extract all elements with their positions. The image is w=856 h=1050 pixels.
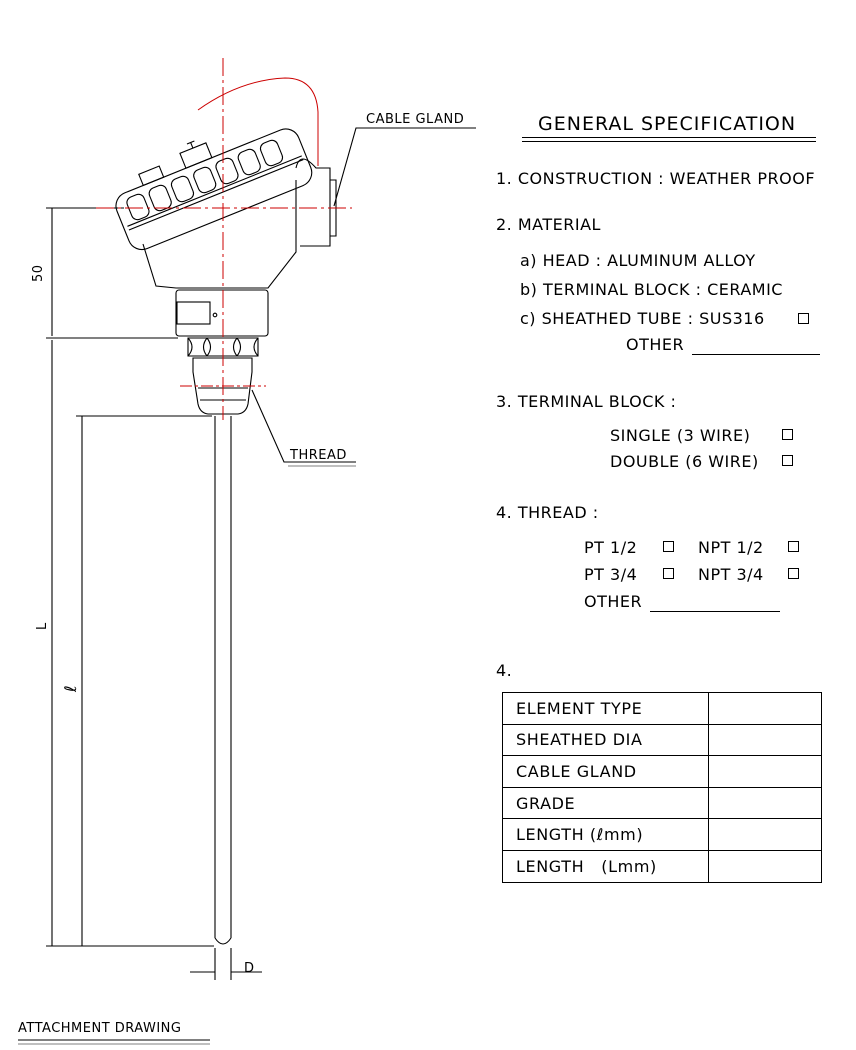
thread-pt-threequarter-label: PT 3/4 [584, 565, 638, 584]
row-label: ELEMENT TYPE [502, 692, 709, 725]
spec-title: GENERAL SPECIFICATION [538, 113, 797, 135]
material-terminal-block: b) TERMINAL BLOCK : CERAMIC [520, 280, 783, 299]
thread-npt-threequarter-checkbox[interactable] [788, 568, 799, 579]
row-value[interactable] [708, 692, 822, 725]
material-other-field[interactable] [692, 354, 820, 355]
row-label: LENGTH (ℓmm) [502, 818, 709, 851]
table-row: LENGTH (Lmm) [502, 849, 822, 883]
thread-heading: 4. THREAD : [496, 503, 599, 522]
table-row: ELEMENT TYPE [502, 692, 822, 725]
thread-npt-half-checkbox[interactable] [788, 541, 799, 552]
spec-table: ELEMENT TYPE SHEATHED DIA CABLE GLAND GR… [502, 692, 822, 883]
table-row: LENGTH (ℓmm) [502, 818, 822, 851]
terminal-double-checkbox[interactable] [782, 455, 793, 466]
dim-L-label: L [35, 622, 50, 630]
table-heading: 4. [496, 661, 513, 680]
thread-npt-threequarter-label: NPT 3/4 [698, 565, 764, 584]
table-row: GRADE [502, 786, 822, 820]
terminal-single-checkbox[interactable] [782, 429, 793, 440]
thread-pt-half-label: PT 1/2 [584, 538, 638, 557]
thread-other-label: OTHER [584, 592, 643, 611]
row-label: LENGTH (Lmm) [502, 849, 709, 883]
thread-pt-threequarter-checkbox[interactable] [663, 568, 674, 579]
thread-pt-half-checkbox[interactable] [663, 541, 674, 552]
centerlines [96, 58, 352, 420]
row-value[interactable] [708, 849, 822, 883]
tube-tip [214, 937, 232, 945]
construction-line: 1. CONSTRUCTION : WEATHER PROOF [496, 169, 816, 188]
material-heading: 2. MATERIAL [496, 215, 601, 234]
thread-other-field[interactable] [650, 611, 780, 612]
gland-boss [295, 158, 331, 247]
terminal-block-heading: 3. TERMINAL BLOCK : [496, 392, 677, 411]
material-sheathed-tube: c) SHEATHED TUBE : SUS316 [520, 309, 765, 328]
thread-label: THREAD [290, 448, 347, 463]
dim-D-label: D [244, 961, 255, 976]
terminal-single-label: SINGLE (3 WIRE) [610, 426, 751, 445]
row-value[interactable] [708, 723, 822, 757]
table-row: SHEATHED DIA [502, 723, 822, 757]
row-value[interactable] [708, 818, 822, 851]
terminal-double-label: DOUBLE (6 WIRE) [610, 452, 759, 471]
dim-l-label: ℓ [61, 684, 80, 692]
thread-npt-half-label: NPT 1/2 [698, 538, 764, 557]
material-head: a) HEAD : ALUMINUM ALLOY [520, 251, 756, 270]
spec-title-underline [522, 137, 816, 138]
footer-title: ATTACHMENT DRAWING [18, 1021, 182, 1036]
wire [197, 77, 319, 166]
head-body [142, 180, 297, 289]
material-other: OTHER [626, 335, 685, 354]
cable-gland-label: CABLE GLAND [366, 112, 465, 127]
neck [175, 289, 269, 337]
row-value[interactable] [708, 755, 822, 788]
dim-50-label: 50 [31, 264, 46, 282]
head-cap [115, 128, 313, 251]
sus316-checkbox[interactable] [798, 313, 809, 324]
table-row: CABLE GLAND [502, 755, 822, 788]
row-label: SHEATHED DIA [502, 723, 709, 757]
thread-fitting [192, 357, 253, 415]
row-label: CABLE GLAND [502, 755, 709, 788]
row-label: GRADE [502, 786, 709, 820]
row-value[interactable] [708, 786, 822, 820]
